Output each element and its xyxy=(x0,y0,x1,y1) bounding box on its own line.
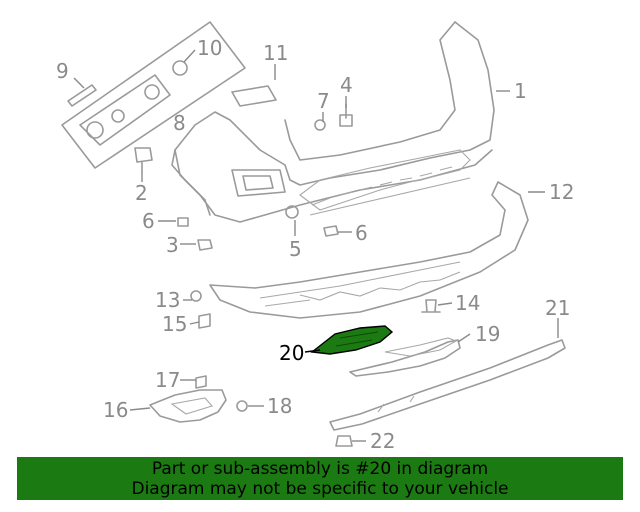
callout-4: 4 xyxy=(340,73,353,97)
callout-18: 18 xyxy=(267,394,292,418)
callout-14: 14 xyxy=(455,291,480,315)
callout-labels: 1 2 3 4 5 6 6 7 8 9 10 11 12 13 14 15 16… xyxy=(56,36,574,453)
callout-20: 20 xyxy=(279,341,304,365)
reinforcement-part xyxy=(209,181,529,319)
callout-8: 8 xyxy=(173,111,186,135)
callout-2: 2 xyxy=(135,181,148,205)
bumper-cover-part xyxy=(171,21,495,223)
trim-strip-19-part xyxy=(349,337,461,377)
callout-22: 22 xyxy=(370,429,395,453)
callout-10: 10 xyxy=(197,36,222,60)
callout-16: 16 xyxy=(103,398,128,422)
callout-21: 21 xyxy=(545,296,570,320)
fasteners-part xyxy=(134,103,441,447)
callout-6b: 6 xyxy=(355,221,368,245)
callout-3: 3 xyxy=(166,233,179,257)
banner-line-1: Part or sub-assembly is #20 in diagram xyxy=(151,459,489,479)
callout-19: 19 xyxy=(475,322,500,346)
callout-13: 13 xyxy=(155,288,180,312)
callout-7: 7 xyxy=(317,89,330,113)
callout-12: 12 xyxy=(549,180,574,204)
callout-11: 11 xyxy=(263,41,288,65)
fog-lamp-bezel-part xyxy=(149,389,227,423)
callout-1: 1 xyxy=(514,79,527,103)
callout-6a: 6 xyxy=(142,209,155,233)
callout-15: 15 xyxy=(162,312,187,336)
parts-diagram: 1 2 3 4 5 6 6 7 8 9 10 11 12 13 14 15 16… xyxy=(56,21,574,453)
callout-17: 17 xyxy=(155,368,180,392)
trim-strip-21-part xyxy=(329,339,566,431)
reflector-part-20 xyxy=(310,325,394,355)
leader-lines xyxy=(73,49,559,442)
info-banner: Part or sub-assembly is #20 in diagram D… xyxy=(17,457,623,500)
callout-9: 9 xyxy=(56,59,69,83)
banner-line-2: Diagram may not be specific to your vehi… xyxy=(131,479,509,499)
bracket-assembly-part xyxy=(61,21,277,169)
callout-5: 5 xyxy=(289,237,302,261)
